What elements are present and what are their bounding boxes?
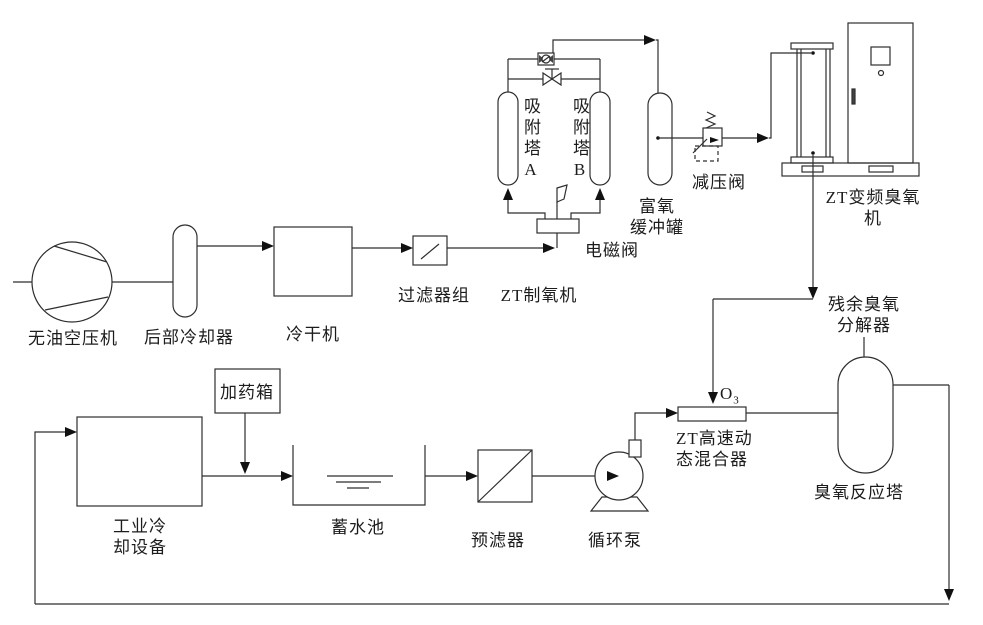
dryer-box <box>273 226 353 297</box>
storage-pool-label: 蓄水池 <box>331 518 385 537</box>
pipe-dryer-to-filter <box>352 243 413 253</box>
cabinet-display <box>870 46 891 66</box>
adsorption-tower-a-label: 吸附塔A <box>521 97 540 183</box>
buffer-tank-vessel <box>647 92 673 186</box>
pipe-buffer-to-valve <box>656 51 815 143</box>
cabinet-indicator <box>877 69 885 77</box>
pipe-ozone-out <box>708 151 818 404</box>
circulation-pump-label: 循环泵 <box>588 531 642 550</box>
reaction-tower-label: 臭氧反应塔 <box>814 483 904 502</box>
aftercooler-label: 后部冷却器 <box>144 328 234 347</box>
pressure-reducing-valve-label: 减压阀 <box>692 173 746 192</box>
solenoid-valve-label: 电磁阀 <box>585 241 639 260</box>
prefilter-box <box>477 449 533 503</box>
pipe-solenoid-to-tower-b <box>570 188 605 219</box>
dosing-arrow <box>240 413 250 474</box>
manual-valve-icon <box>542 68 562 87</box>
pump-symbol <box>589 439 650 512</box>
pump-outlet-port <box>628 439 642 458</box>
dosing-box-label: 加药箱 <box>220 383 274 402</box>
oxygen-generator-label: ZT制氧机 <box>500 286 578 305</box>
pipe-return-to-cooling <box>34 427 77 604</box>
compressor-label: 无油空压机 <box>28 329 118 348</box>
pipe-cooling-to-pool <box>202 471 293 481</box>
dryer-label: 冷干机 <box>286 325 340 344</box>
mixer-box <box>677 406 747 422</box>
cabinet-handle <box>851 88 856 105</box>
ozone-generator-cabinet <box>847 22 914 164</box>
pipe-pool-to-prefilter <box>425 471 478 481</box>
pipe-filter-to-solenoid <box>447 233 558 253</box>
cooling-equipment-box <box>76 416 203 507</box>
adsorption-tower-b-vessel <box>589 91 611 186</box>
compressor-symbol <box>31 241 113 323</box>
storage-pool-shape <box>292 445 426 506</box>
pipe-towers-to-buffer <box>552 35 659 93</box>
filter-group-box <box>412 235 448 266</box>
ozone-machine-label: ZT变频臭氧机 <box>825 188 921 228</box>
ball-valve-icon <box>537 52 555 66</box>
mixer-label: ZT高速动 态混合器 <box>676 429 753 469</box>
ozone-generator-base <box>781 162 920 177</box>
o3-subscript: 3 <box>733 394 739 407</box>
pipe-tower-return <box>35 384 954 605</box>
residual-ozone-decomposer-label: 残余臭氧 分解器 <box>828 295 900 335</box>
filter-group-label: 过滤器组 <box>398 286 470 305</box>
solenoid-valve-box <box>536 184 580 234</box>
adsorption-tower-b-label: 吸附塔B <box>570 97 589 183</box>
cooling-equipment-label: 工业冷 却设备 <box>113 517 167 557</box>
pressure-reducing-valve-icon <box>692 111 723 162</box>
pipe-cooler-to-dryer <box>197 241 274 251</box>
aftercooler-vessel <box>172 224 198 318</box>
prefilter-label: 预滤器 <box>471 531 525 550</box>
reaction-tower-vessel <box>837 356 894 474</box>
pipe-solenoid-to-tower-a <box>503 188 546 219</box>
dosing-box-shape <box>214 368 281 414</box>
adsorption-tower-a-vessel <box>497 91 519 186</box>
water-surface-icon <box>327 475 393 489</box>
valve-flag-icon <box>556 184 568 203</box>
o3-base: O <box>720 384 734 403</box>
ozone-generator-column <box>790 42 834 164</box>
ozone-stream-label: O3 <box>720 362 739 411</box>
buffer-tank-label: 富氧 缓冲罐 <box>630 197 684 237</box>
pipe-pump-to-mixer <box>634 408 678 440</box>
